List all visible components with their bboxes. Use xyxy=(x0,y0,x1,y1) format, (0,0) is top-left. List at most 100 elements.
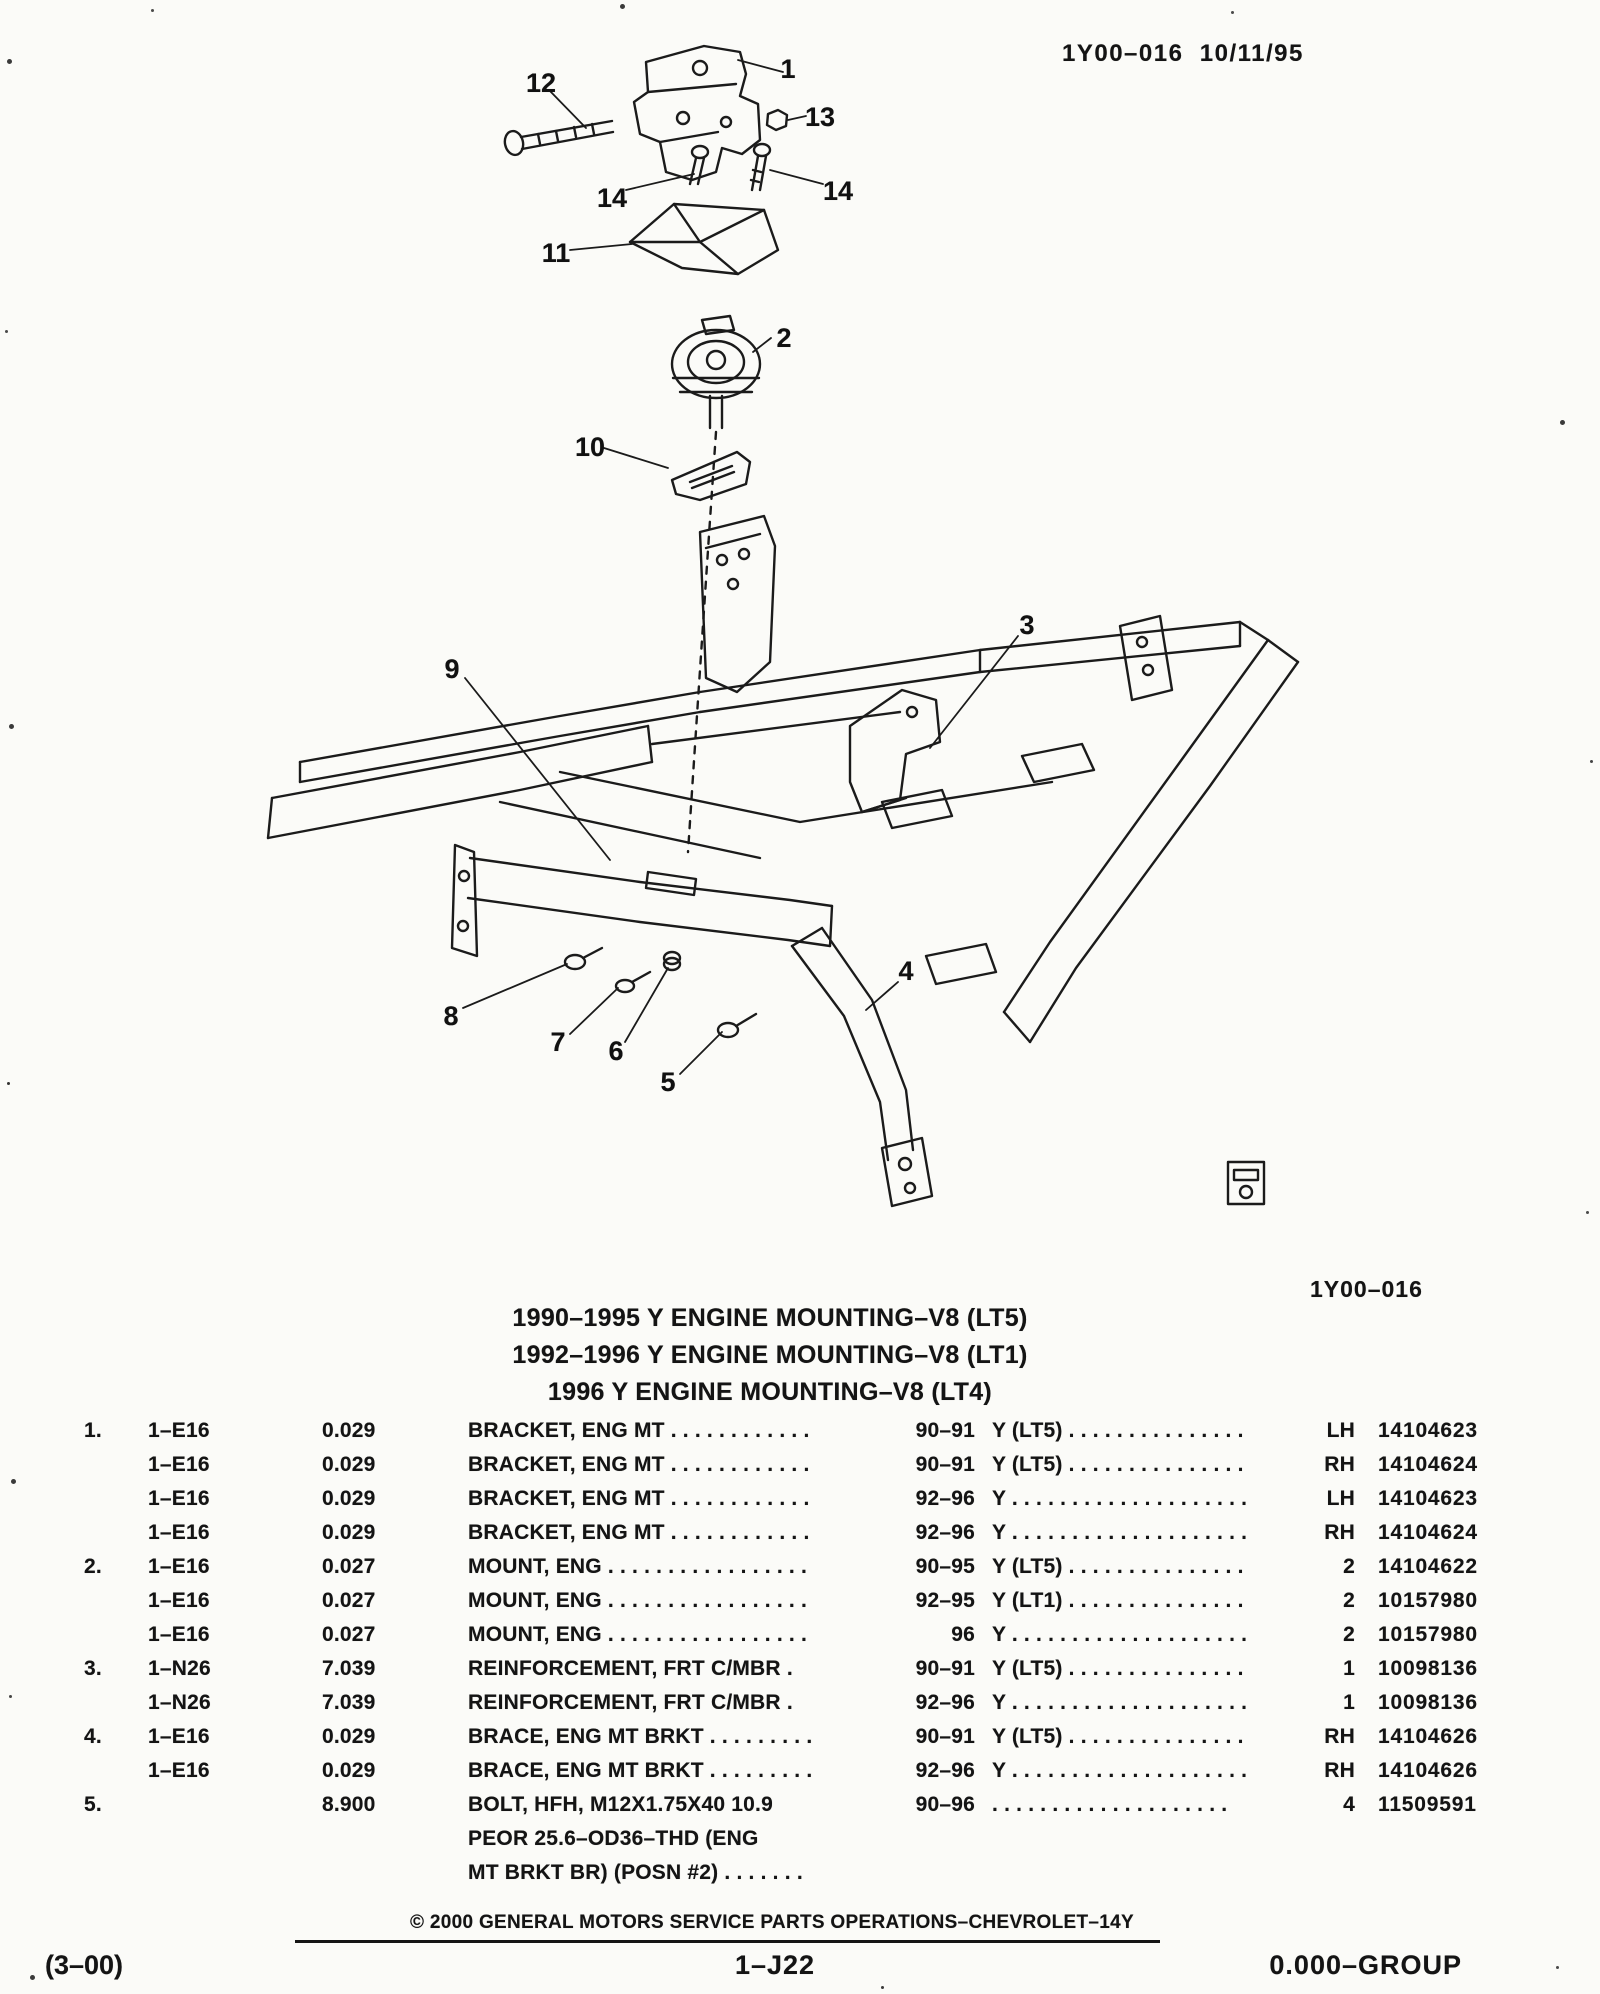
callout-8: 8 xyxy=(443,1001,458,1031)
callout-11: 11 xyxy=(542,238,571,268)
heat-shield-part xyxy=(628,202,780,276)
callout-10: 10 xyxy=(575,432,605,462)
doc-code: 1Y00–016 10/11/95 xyxy=(1062,40,1304,67)
callout-6: 6 xyxy=(608,1036,623,1066)
col-group: 0.029 xyxy=(322,1521,376,1544)
callout-2: 2 xyxy=(776,323,791,353)
col-part-number: 10157980 xyxy=(1378,1623,1478,1646)
col-years: 90–91 xyxy=(915,1419,975,1442)
crossmember-part xyxy=(450,843,834,958)
col-description: REINFORCEMENT, FRT C/MBR . xyxy=(468,1691,793,1714)
table-row: 5. 8.900 BOLT, HFH, M12X1.75X40 10.9 90–… xyxy=(0,1793,1600,1825)
col-group: 0.027 xyxy=(322,1623,376,1646)
col-catalog: 1–E16 xyxy=(148,1759,210,1782)
copyright-line: © 2000 GENERAL MOTORS SERVICE PARTS OPER… xyxy=(410,1912,1134,1933)
col-group: 0.029 xyxy=(322,1419,376,1442)
col-usage: Y (LT1) . . . . . . . . . . . . . . . xyxy=(992,1589,1244,1612)
table-row: 4. 1–E16 0.029 BRACE, ENG MT BRKT . . . … xyxy=(0,1725,1600,1757)
callout-1: 1 xyxy=(780,54,795,84)
bolt-14-left-part xyxy=(688,144,710,186)
col-item-no: 2. xyxy=(84,1555,102,1578)
col-description: BRACKET, ENG MT . . . . . . . . . . . . xyxy=(468,1487,810,1510)
col-catalog: 1–N26 xyxy=(148,1691,211,1714)
col-description: BRACE, ENG MT BRKT . . . . . . . . . xyxy=(468,1759,813,1782)
col-part-number: 14104626 xyxy=(1378,1759,1478,1782)
table-row: 1–E16 0.029 BRACE, ENG MT BRKT . . . . .… xyxy=(0,1759,1600,1791)
col-usage: Y (LT5) . . . . . . . . . . . . . . . xyxy=(992,1419,1244,1442)
col-usage: . . . . . . . . . . . . . . . . . . . . xyxy=(992,1793,1228,1816)
col-years: 90–91 xyxy=(915,1725,975,1748)
col-qty: 1 xyxy=(1343,1657,1355,1680)
catalog-title-line-3: 1996 Y ENGINE MOUNTING–V8 (LT4) xyxy=(547,1378,993,1406)
col-years: 92–96 xyxy=(915,1691,975,1714)
engine-mount-part xyxy=(670,314,762,430)
col-group: 0.027 xyxy=(322,1555,376,1578)
col-years: 92–96 xyxy=(915,1487,975,1510)
col-description: BRACKET, ENG MT . . . . . . . . . . . . xyxy=(468,1453,810,1476)
callout-4: 4 xyxy=(898,956,913,986)
exploded-diagram: 1 12 13 14 14 11 2 10 3 9 8 7 6 5 4 xyxy=(266,44,1300,1208)
detail-symbol-icon xyxy=(1226,1160,1266,1206)
callout-7: 7 xyxy=(550,1027,565,1057)
col-description: BOLT, HFH, M12X1.75X40 10.9 xyxy=(468,1793,773,1816)
col-item-no: 4. xyxy=(84,1725,102,1748)
col-group: 0.029 xyxy=(322,1487,376,1510)
col-usage: Y . . . . . . . . . . . . . . . . . . . … xyxy=(992,1487,1248,1510)
col-catalog: 1–E16 xyxy=(148,1623,210,1646)
col-usage: Y . . . . . . . . . . . . . . . . . . . … xyxy=(992,1691,1248,1714)
col-part-number: 10157980 xyxy=(1378,1589,1478,1612)
col-description: MT BRKT BR) (POSN #2) . . . . . . . xyxy=(468,1861,803,1884)
col-description: BRACKET, ENG MT . . . . . . . . . . . . xyxy=(468,1521,810,1544)
col-description: BRACKET, ENG MT . . . . . . . . . . . . xyxy=(468,1419,810,1442)
col-usage: Y (LT5) . . . . . . . . . . . . . . . xyxy=(992,1555,1244,1578)
table-row: 1–E16 0.029 BRACKET, ENG MT . . . . . . … xyxy=(0,1521,1600,1553)
callout-13: 13 xyxy=(805,102,835,132)
col-part-number: 14104622 xyxy=(1378,1555,1478,1578)
table-row: 2. 1–E16 0.027 MOUNT, ENG . . . . . . . … xyxy=(0,1555,1600,1587)
footer-date-code: (3–00) xyxy=(45,1950,124,1980)
col-years: 90–95 xyxy=(915,1555,975,1578)
col-years: 96 xyxy=(951,1623,975,1646)
engine-mount-bracket-part xyxy=(632,44,762,182)
col-qty: 2 xyxy=(1343,1589,1355,1612)
alignment-centerline xyxy=(686,430,718,854)
callout-12: 12 xyxy=(526,68,556,98)
col-catalog: 1–E16 xyxy=(148,1487,210,1510)
col-description: MOUNT, ENG . . . . . . . . . . . . . . .… xyxy=(468,1589,808,1612)
table-row: 1–E16 0.029 BRACKET, ENG MT . . . . . . … xyxy=(0,1453,1600,1485)
catalog-title-line-2: 1992–1996 Y ENGINE MOUNTING–V8 (LT1) xyxy=(512,1341,1028,1369)
col-part-number: 14104626 xyxy=(1378,1725,1478,1748)
callout-3: 3 xyxy=(1019,610,1034,640)
col-group: 0.029 xyxy=(322,1453,376,1476)
col-part-number: 11509591 xyxy=(1378,1793,1477,1816)
callout-14-left: 14 xyxy=(597,183,627,213)
col-part-number: 14104623 xyxy=(1378,1419,1478,1442)
col-usage: Y . . . . . . . . . . . . . . . . . . . … xyxy=(992,1759,1248,1782)
col-usage: Y . . . . . . . . . . . . . . . . . . . … xyxy=(992,1623,1248,1646)
nut-13-part xyxy=(765,108,789,132)
col-qty: LH xyxy=(1326,1419,1355,1442)
bolt-5-part xyxy=(716,1012,758,1039)
col-qty: 4 xyxy=(1343,1793,1355,1816)
nut-6-part xyxy=(662,950,682,972)
table-row: 3. 1–N26 7.039 REINFORCEMENT, FRT C/MBR … xyxy=(0,1657,1600,1689)
col-qty: LH xyxy=(1326,1487,1355,1510)
table-row: 1–E16 0.027 MOUNT, ENG . . . . . . . . .… xyxy=(0,1589,1600,1621)
col-part-number: 14104624 xyxy=(1378,1521,1478,1544)
col-usage: Y (LT5) . . . . . . . . . . . . . . . xyxy=(992,1725,1244,1748)
table-row: 1–E16 0.027 MOUNT, ENG . . . . . . . . .… xyxy=(0,1623,1600,1655)
col-qty: 2 xyxy=(1343,1623,1355,1646)
col-years: 92–96 xyxy=(915,1521,975,1544)
col-years: 90–91 xyxy=(915,1657,975,1680)
col-years: 92–95 xyxy=(915,1589,975,1612)
table-row-continuation: PEOR 25.6–OD36–THD (ENG xyxy=(0,1827,1600,1859)
leader-lines xyxy=(462,59,1019,1075)
footer-page-number: 1–J22 xyxy=(734,1950,816,1980)
table-row: 1–N26 7.039 REINFORCEMENT, FRT C/MBR . 9… xyxy=(0,1691,1600,1723)
col-group: 0.029 xyxy=(322,1759,376,1782)
col-qty: RH xyxy=(1324,1759,1355,1782)
col-item-no: 5. xyxy=(84,1793,102,1816)
figure-code: 1Y00–016 xyxy=(1310,1276,1423,1302)
bolt-14-right-part xyxy=(749,142,772,192)
col-years: 90–96 xyxy=(915,1793,975,1816)
